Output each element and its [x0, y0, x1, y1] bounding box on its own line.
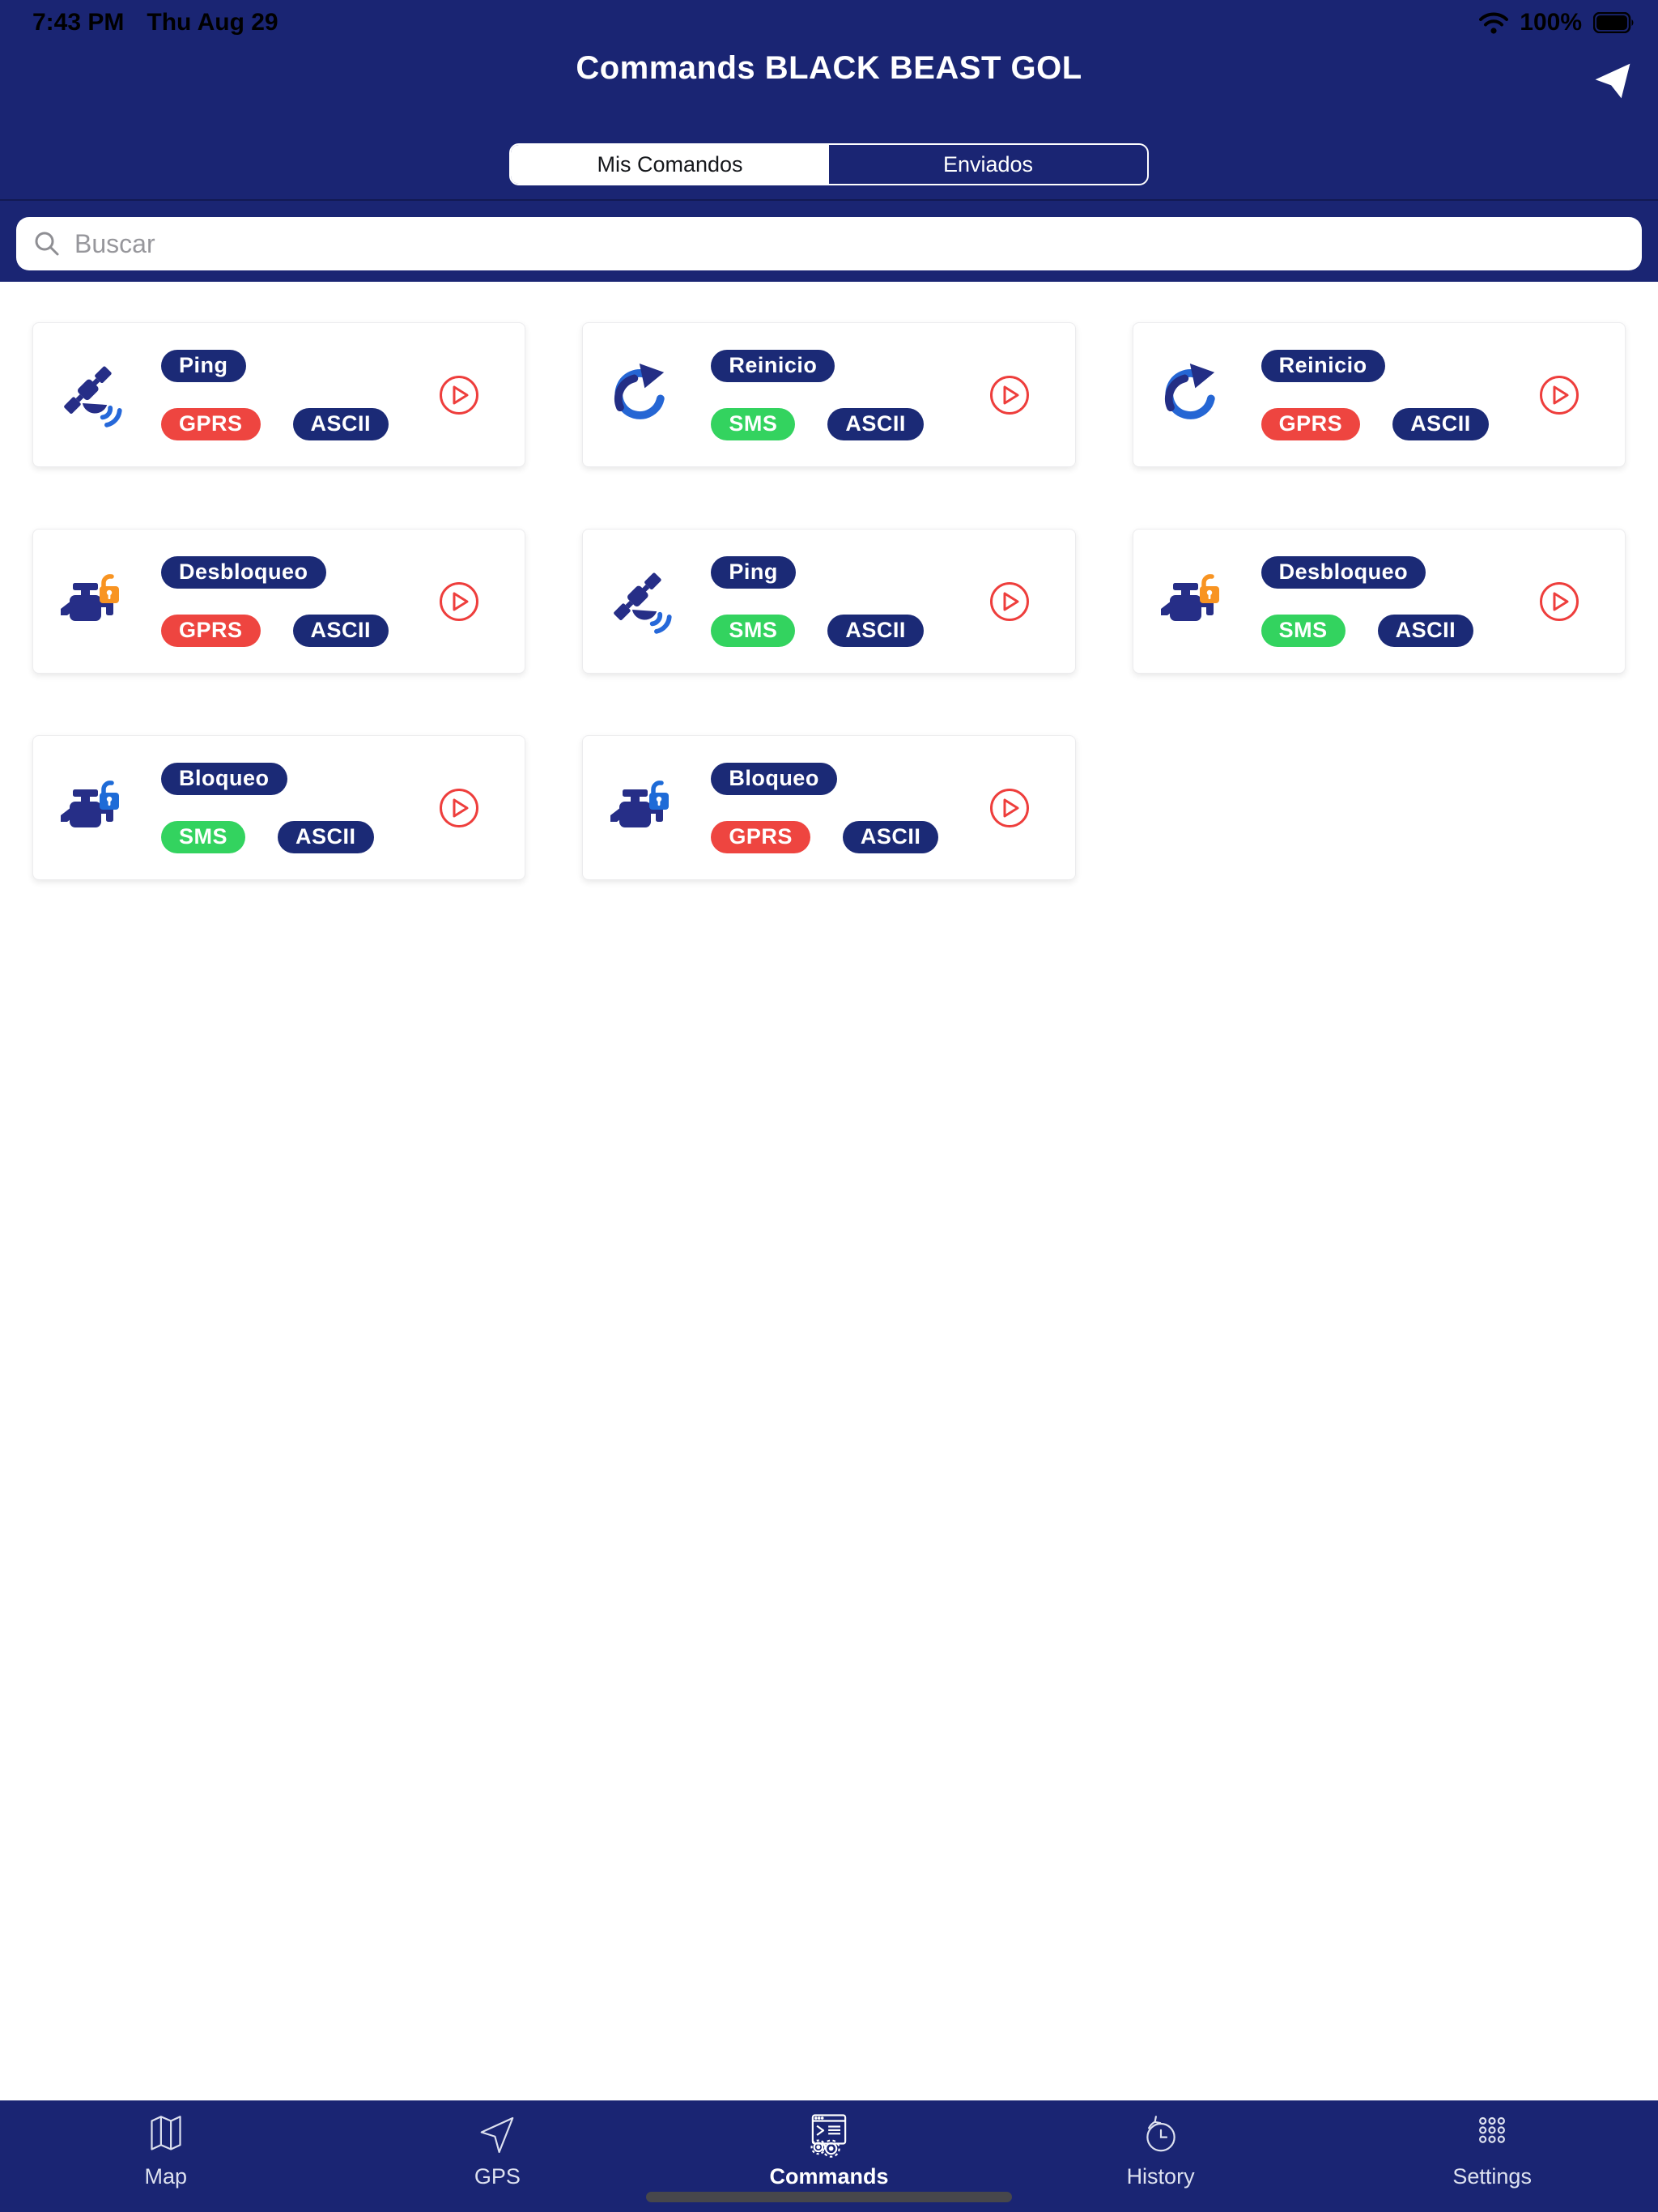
status-time: 7:43 PM [32, 9, 125, 36]
tab-mis-comandos[interactable]: Mis Comandos [511, 145, 829, 184]
battery-icon [1593, 12, 1635, 33]
status-date: Thu Aug 29 [147, 9, 278, 36]
tab-label: Map [144, 2164, 188, 2189]
protocol-pill: ASCII [278, 820, 374, 853]
run-command-button[interactable] [1539, 375, 1579, 415]
home-indicator[interactable] [646, 2192, 1012, 2202]
protocol-pill: ASCII [1377, 614, 1474, 647]
protocol-pill: ASCII [292, 407, 389, 440]
send-command-button[interactable] [1590, 58, 1635, 104]
command-card[interactable]: Ping GPRS ASCII [32, 322, 526, 467]
gps-icon [481, 2116, 514, 2154]
run-command-button[interactable] [989, 581, 1030, 622]
battery-percent: 100% [1520, 9, 1582, 36]
engine-lock-icon [610, 780, 670, 827]
content-area: Ping GPRS ASCII [0, 282, 1658, 2100]
page-title: Commands BLACK BEAST GOL [576, 50, 1082, 86]
transport-pill: GPRS [161, 407, 261, 440]
protocol-pill: ASCII [842, 820, 939, 853]
play-icon [1539, 581, 1579, 621]
tab-item-map[interactable]: Map [0, 2101, 332, 2212]
play-icon [989, 375, 1029, 415]
protocol-pill: ASCII [827, 614, 924, 647]
engine-lock-icon [61, 780, 119, 827]
run-command-button[interactable] [439, 375, 479, 415]
transport-pill: SMS [711, 614, 796, 647]
play-icon [440, 581, 479, 621]
command-card[interactable]: Reinicio SMS ASCII [582, 322, 1076, 467]
map-icon [151, 2116, 181, 2150]
run-command-button[interactable] [989, 788, 1030, 828]
tab-item-gps[interactable]: GPS [332, 2101, 664, 2212]
command-title: Desbloqueo [161, 555, 326, 589]
transport-pill: SMS [711, 407, 796, 440]
run-command-button[interactable] [989, 375, 1030, 415]
tab-item-commands[interactable]: Commands [663, 2101, 995, 2212]
engine-unlock-icon [61, 573, 119, 621]
search-input[interactable] [74, 217, 1642, 270]
tab-enviados[interactable]: Enviados [942, 151, 1034, 177]
run-command-button[interactable] [1539, 581, 1579, 622]
tab-label: History [1126, 2164, 1195, 2189]
commands-icon [810, 2114, 847, 2158]
restart-icon [1164, 363, 1215, 419]
command-card[interactable]: Bloqueo GPRS ASCII [582, 735, 1076, 880]
protocol-pill: ASCII [292, 614, 389, 647]
play-icon [989, 788, 1029, 827]
play-icon [989, 581, 1029, 621]
play-icon [440, 375, 479, 415]
command-card[interactable]: Desbloqueo GPRS ASCII [32, 529, 526, 674]
command-title: Bloqueo [711, 762, 837, 795]
restart-icon [614, 363, 665, 419]
tab-label: GPS [474, 2164, 521, 2189]
command-title: Reinicio [1261, 349, 1385, 382]
tab-item-settings[interactable]: Settings [1326, 2101, 1658, 2212]
wifi-icon [1479, 11, 1509, 34]
play-icon [440, 788, 479, 827]
command-card[interactable]: Ping SMS ASCII [582, 529, 1076, 674]
satellite-icon [64, 365, 122, 428]
command-title: Ping [711, 555, 796, 589]
settings-icon [1479, 2116, 1506, 2143]
transport-pill: SMS [161, 820, 246, 853]
protocol-pill: ASCII [1392, 407, 1489, 440]
command-card[interactable]: Reinicio GPRS ASCII [1132, 322, 1626, 467]
command-title: Reinicio [711, 349, 835, 382]
command-title: Desbloqueo [1261, 555, 1426, 589]
transport-pill: GPRS [161, 614, 261, 647]
header: 7:43 PM Thu Aug 29 100% Commands BLAC [0, 0, 1658, 282]
run-command-button[interactable] [439, 788, 479, 828]
search-bar [16, 217, 1642, 270]
header-divider [0, 199, 1658, 201]
protocol-pill: ASCII [827, 407, 924, 440]
tab-label: Settings [1452, 2164, 1532, 2189]
commands-segmented-control: Mis Comandos Enviados [509, 143, 1149, 185]
command-title: Ping [161, 349, 246, 382]
transport-pill: GPRS [711, 820, 810, 853]
play-icon [1539, 375, 1579, 415]
tab-item-history[interactable]: History [995, 2101, 1327, 2212]
command-card[interactable]: Desbloqueo SMS ASCII [1132, 529, 1626, 674]
run-command-button[interactable] [439, 581, 479, 622]
send-arrow-icon [1595, 63, 1630, 99]
command-card[interactable]: Bloqueo SMS ASCII [32, 735, 526, 880]
transport-pill: SMS [1261, 614, 1346, 647]
satellite-icon [614, 572, 672, 634]
status-bar: 7:43 PM Thu Aug 29 100% [0, 6, 1658, 39]
transport-pill: GPRS [1261, 407, 1361, 440]
history-icon [1146, 2116, 1175, 2152]
commands-grid: Ping GPRS ASCII [0, 282, 1658, 921]
tab-label: Commands [769, 2164, 889, 2189]
command-title: Bloqueo [161, 762, 287, 795]
engine-unlock-icon [1160, 573, 1219, 621]
search-icon [35, 232, 59, 256]
